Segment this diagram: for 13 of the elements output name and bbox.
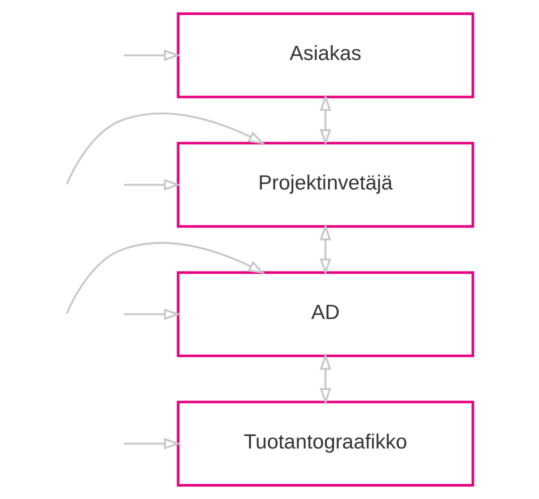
arrow xyxy=(124,50,181,62)
node-box: Tuotantograafikko xyxy=(176,400,474,487)
node-box: Asiakas xyxy=(176,12,474,98)
arrow xyxy=(66,242,265,314)
arrow xyxy=(320,224,332,276)
arrow xyxy=(66,112,265,185)
arrow xyxy=(124,178,181,191)
arrow xyxy=(124,438,181,450)
arrow xyxy=(320,353,332,405)
arrow xyxy=(124,308,181,320)
node-box: AD xyxy=(176,271,474,358)
arrow xyxy=(320,94,332,146)
node-box: Projektinvetäjä xyxy=(176,142,474,228)
